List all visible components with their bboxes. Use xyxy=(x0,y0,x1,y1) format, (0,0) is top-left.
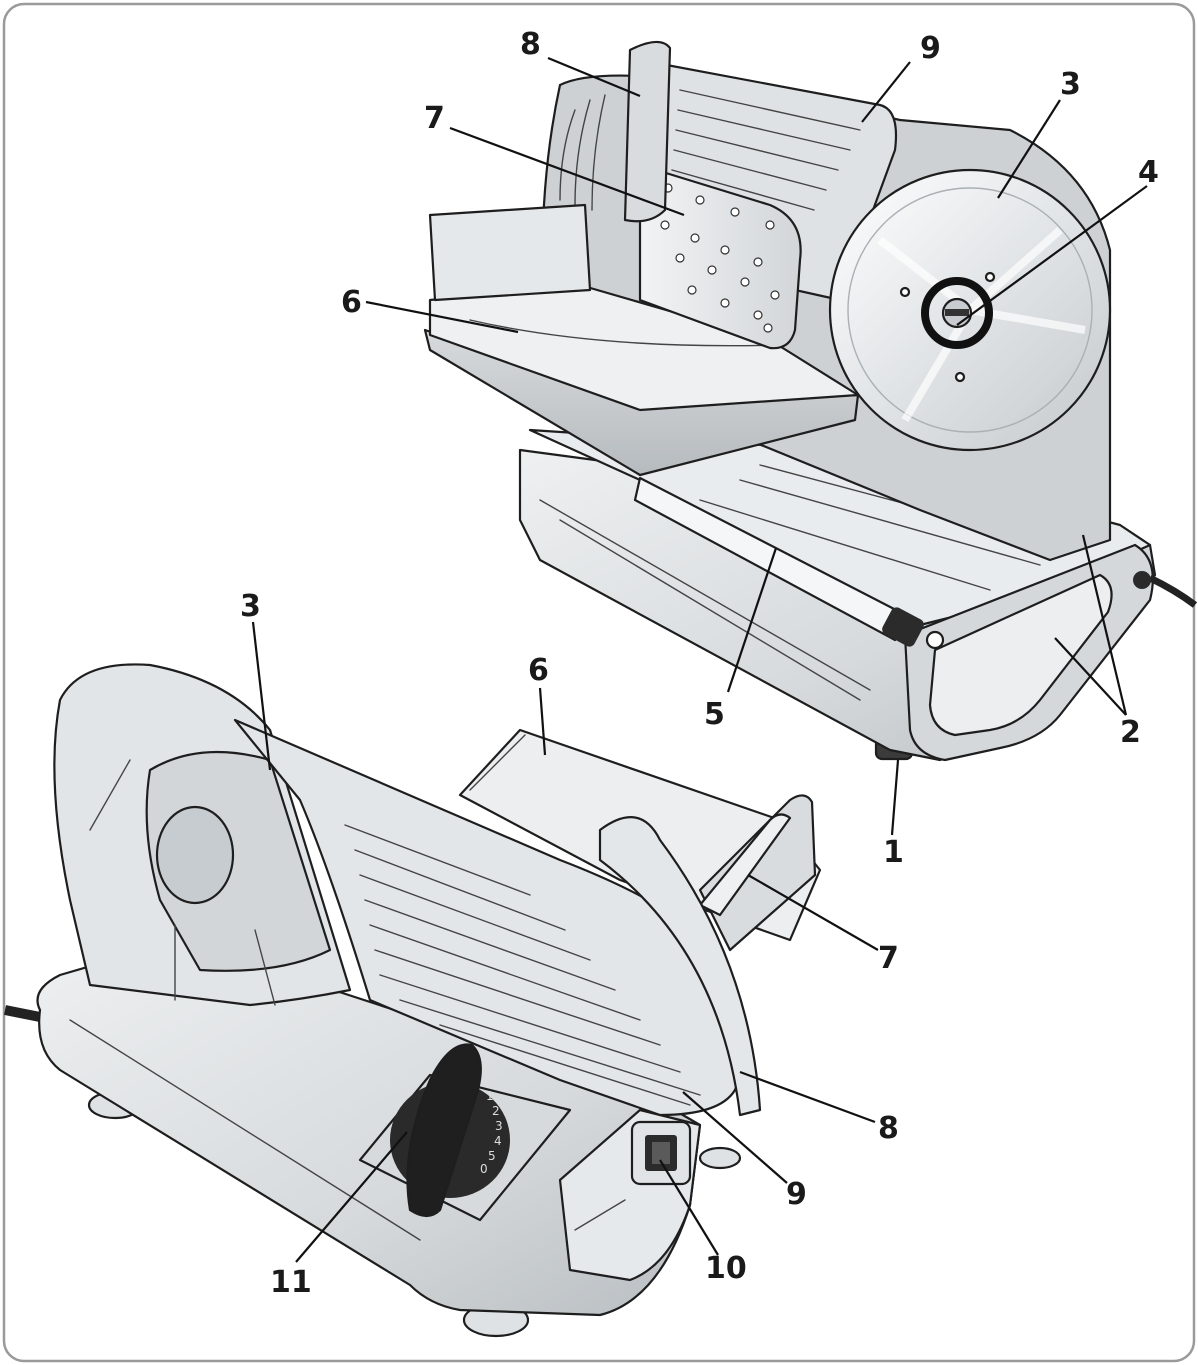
bottom-thickness-knob-grip xyxy=(406,1043,482,1218)
top-rail-end xyxy=(882,607,924,647)
plate-groove-1 xyxy=(679,89,861,131)
bottom-cover-line-3 xyxy=(254,929,276,1006)
top-food-pusher-plate xyxy=(638,163,802,350)
bottom-blade-hub xyxy=(155,805,235,905)
top-housing-ridge-3 xyxy=(591,94,606,211)
leader-lines xyxy=(251,56,1148,1263)
top-blade-bolt-3 xyxy=(954,371,966,383)
top-housing-ridge-2 xyxy=(574,99,591,206)
top-blade-screw-slot xyxy=(945,309,969,316)
plate-groove-5 xyxy=(671,169,815,211)
top-tray-curve xyxy=(469,319,781,347)
callout-numbers: 8 9 3 7 4 6 5 2 1 3 6 7 8 9 10 11 xyxy=(240,27,1159,1300)
dial-mark-3: 3 xyxy=(495,1119,503,1133)
callout-top-4: 4 xyxy=(1138,155,1159,190)
callout-top-6: 6 xyxy=(341,285,362,320)
bottom-dial-marks: 1 2 3 4 5 0 xyxy=(480,1089,503,1176)
bottom-plate-grooves xyxy=(344,824,701,1106)
bottom-base-body xyxy=(36,938,702,1317)
top-blade-shine xyxy=(877,227,1086,423)
top-cord-socket xyxy=(1133,571,1151,589)
dial-mark-1: 1 xyxy=(486,1089,494,1103)
callout-bottom-7: 7 xyxy=(878,941,899,976)
top-blade-inner-ring xyxy=(847,187,1093,433)
dial-mark-4: 4 xyxy=(494,1134,502,1148)
plate-groove-3 xyxy=(675,129,839,171)
callout-bottom-9: 9 xyxy=(786,1177,807,1212)
top-base-line xyxy=(539,499,871,691)
dial-mark-2: 2 xyxy=(492,1104,500,1118)
callout-bottom-11: 11 xyxy=(270,1265,312,1300)
bottom-cover-line-1 xyxy=(89,759,131,831)
top-blade-hub-ring xyxy=(921,277,993,349)
top-blade-bolt-2 xyxy=(899,286,911,298)
callout-bottom-6: 6 xyxy=(528,653,549,688)
bottom-end-piece-fin xyxy=(598,816,762,1117)
bottom-slicer-view: 1 2 3 4 5 0 xyxy=(4,663,822,1338)
top-housing-ridge-1 xyxy=(559,109,576,201)
callout-bottom-8: 8 xyxy=(878,1111,899,1146)
callout-top-2: 2 xyxy=(1120,715,1141,750)
callout-bottom-10: 10 xyxy=(705,1251,747,1286)
callout-top-8: 8 xyxy=(520,27,541,62)
top-end-panel-oval xyxy=(928,573,1113,737)
callout-bottom-3: 3 xyxy=(240,589,261,624)
bottom-pusher-handle xyxy=(698,813,792,917)
bottom-tray-edge xyxy=(469,734,526,791)
bottom-switch-rocker xyxy=(652,1142,670,1164)
plate-groove-2 xyxy=(677,109,851,151)
top-tray-back-wall xyxy=(428,203,592,302)
plate-groove-4 xyxy=(673,149,827,191)
top-screw-cap xyxy=(925,630,945,650)
top-blade-bolt-1 xyxy=(984,271,996,283)
callout-top-7: 7 xyxy=(424,101,445,136)
top-pusher-spikes xyxy=(660,183,780,333)
callout-top-3: 3 xyxy=(1060,67,1081,102)
top-slicer-view xyxy=(423,40,1198,762)
top-base-line-2 xyxy=(559,519,861,701)
bottom-base-line-1 xyxy=(69,1019,421,1241)
callout-top-1: 1 xyxy=(883,835,904,870)
dial-mark-5: 5 xyxy=(488,1149,496,1163)
bottom-foot-rear xyxy=(698,1146,742,1170)
callout-top-9: 9 xyxy=(920,31,941,66)
top-surface-line-3 xyxy=(699,499,991,591)
bottom-food-pusher xyxy=(698,794,817,952)
bottom-panel-slot xyxy=(574,1199,626,1231)
top-end-piece-fin xyxy=(623,40,672,223)
top-surface-line-2 xyxy=(739,479,1041,566)
top-power-cord xyxy=(1148,574,1198,608)
callout-top-5: 5 xyxy=(704,697,725,732)
dial-mark-0: 0 xyxy=(480,1162,488,1176)
top-carriage-rail xyxy=(633,476,902,642)
